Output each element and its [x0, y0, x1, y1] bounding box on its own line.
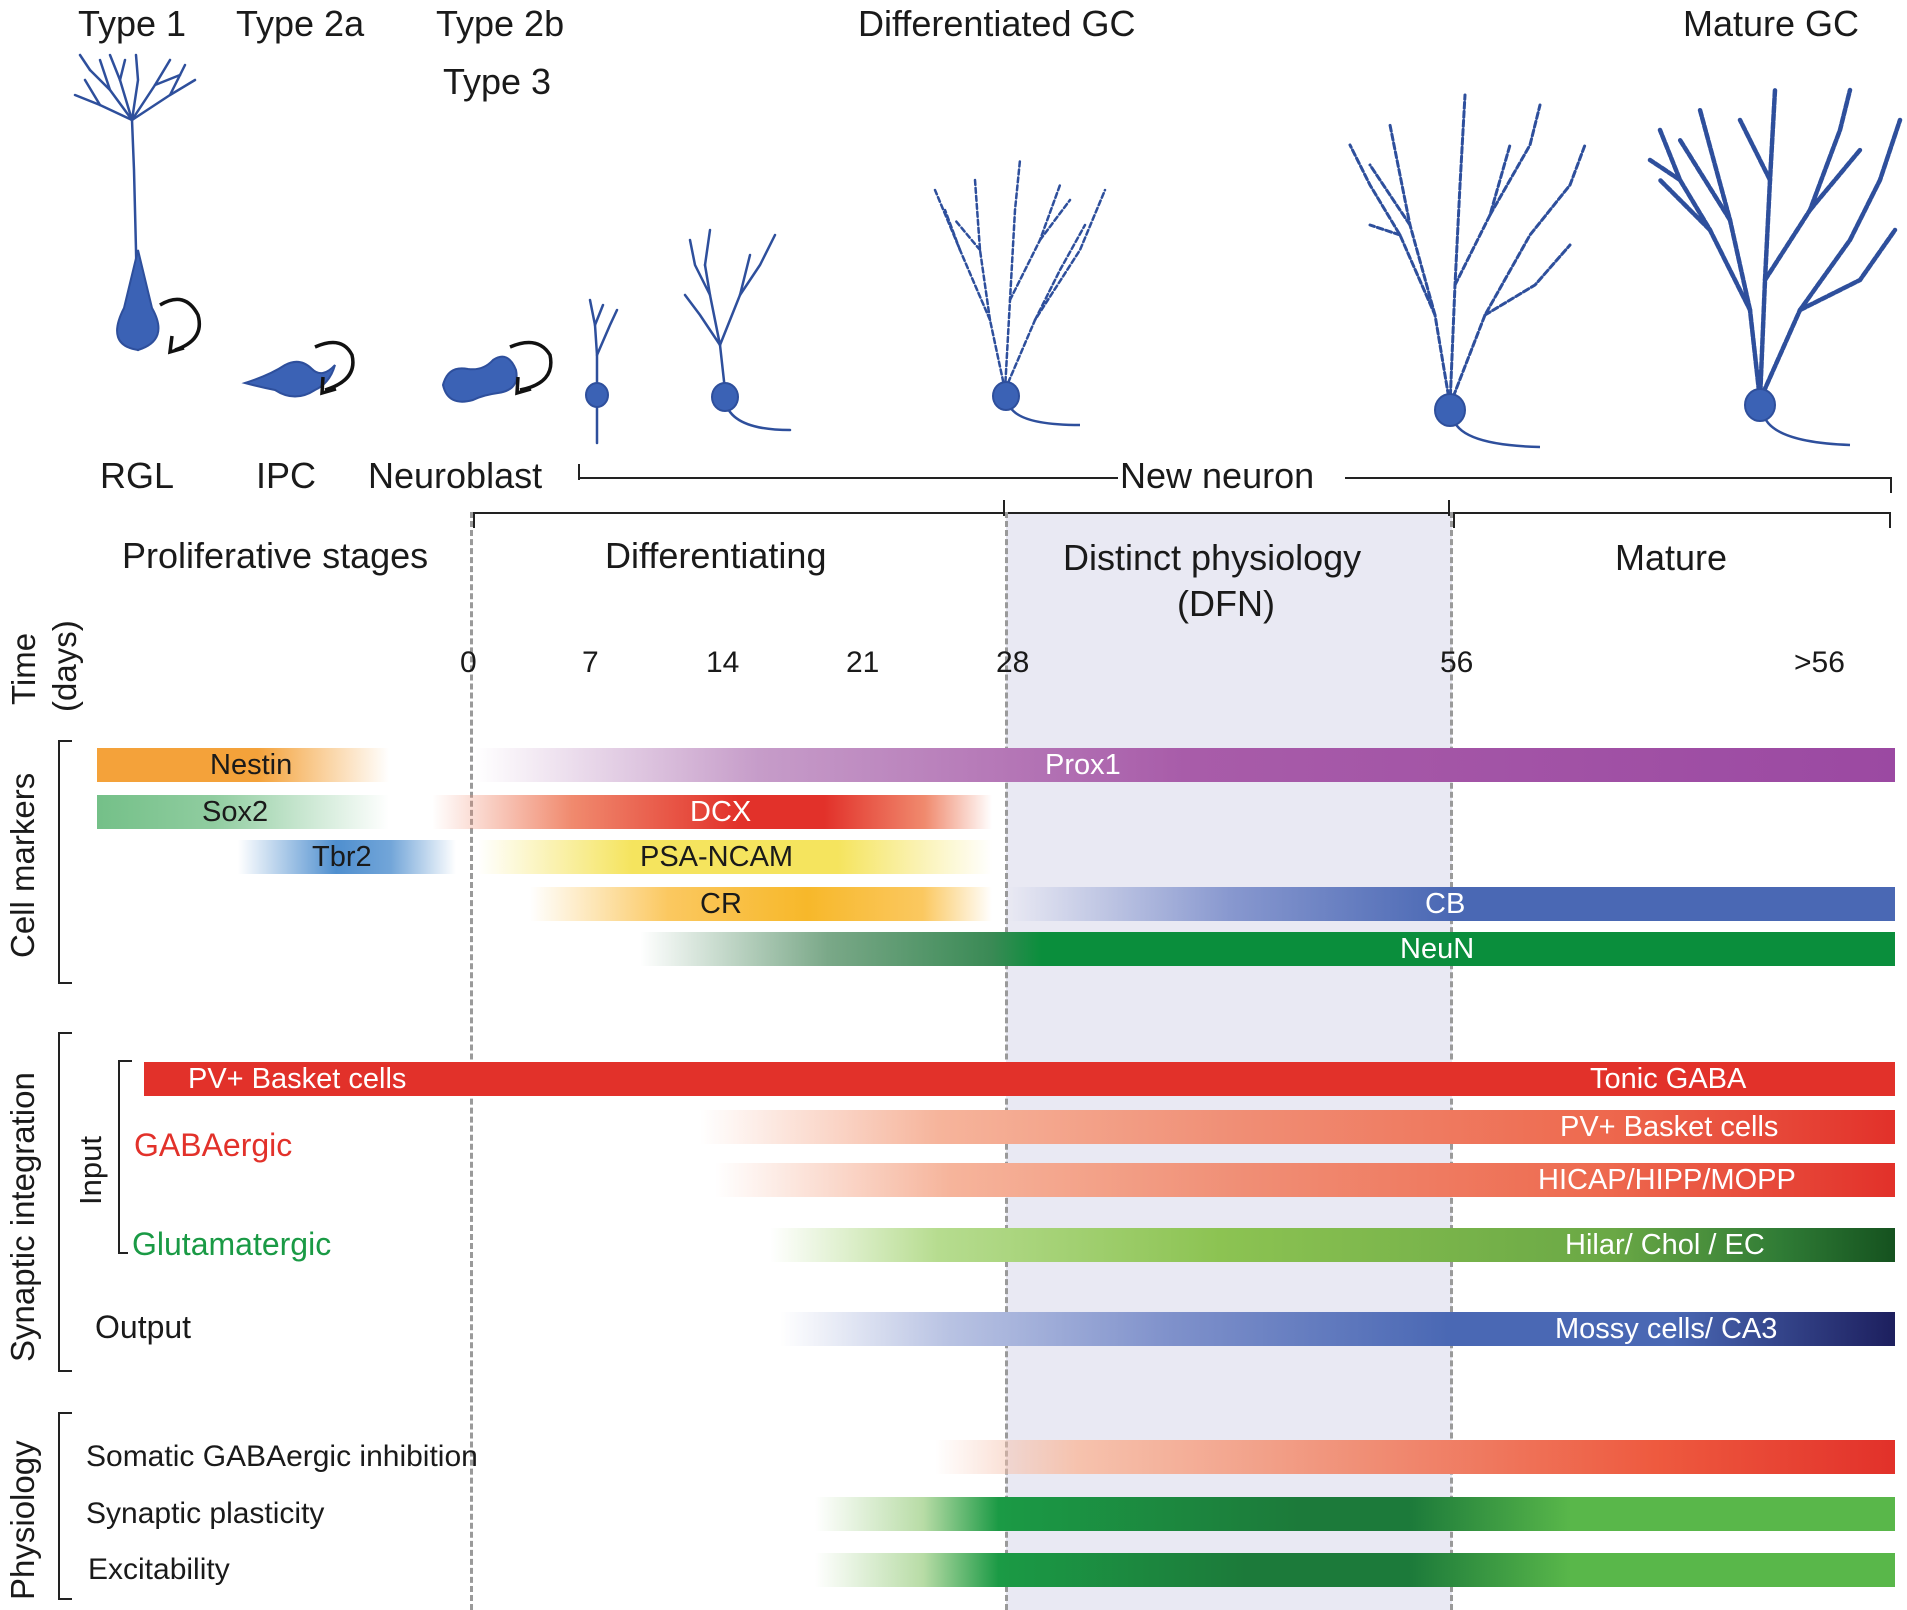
pv-basket-tonic-bar [144, 1062, 1895, 1096]
hicap-bar [715, 1163, 1895, 1197]
somatic-gabaergic-label: Somatic GABAergic inhibition [86, 1440, 478, 1473]
dfn-neuron-icon [1348, 93, 1587, 449]
cr-bar [530, 887, 992, 921]
psa-ncam-bar-label: PSA-NCAM [640, 841, 794, 873]
mature-bracket-left [1453, 512, 1455, 528]
distinct-physiology-label: Distinct physiology [1063, 537, 1362, 578]
excitability-bar [815, 1553, 1895, 1587]
tbr2-bar [238, 840, 456, 874]
nestin-bar [97, 748, 389, 782]
synaptic-plasticity-label: Synaptic plasticity [86, 1497, 325, 1530]
dfn-bracket [1008, 512, 1450, 514]
dfn-bracket-right [1448, 500, 1450, 516]
time-tick: 0 [460, 646, 477, 679]
input-label: Input [73, 1136, 108, 1205]
new-neuron-tick-left [578, 464, 580, 480]
dfn-label: (DFN) [1177, 583, 1275, 624]
new-neuron-tick-right [1890, 477, 1892, 493]
pv-basket-input-bar-label: PV+ Basket cells [1560, 1111, 1779, 1143]
physiology-label: Physiology [4, 1440, 41, 1600]
mature-bracket-right [1889, 512, 1891, 528]
new-neuron-label: New neuron [1120, 455, 1315, 496]
hilar-bar-label: Hilar/ Chol / EC [1565, 1229, 1765, 1261]
cb-bar [1008, 887, 1895, 921]
ipc-cell-icon [241, 340, 355, 398]
immature-neuron-1-icon [585, 298, 619, 445]
time-tick: 7 [582, 646, 599, 679]
hilar-bar [770, 1228, 1895, 1262]
type2b-label: Type 2b [436, 3, 565, 44]
differentiating-bracket [473, 512, 1003, 514]
sox2-bar-label: Sox2 [202, 796, 269, 828]
differentiated-neuron-icon [933, 158, 1107, 427]
mossy-bar [780, 1312, 1895, 1346]
glutamatergic-label: Glutamatergic [132, 1226, 332, 1262]
day0-dashed-line [470, 512, 473, 1610]
differentiating-bracket-left [473, 512, 475, 528]
neuroblast-cell-icon [441, 340, 553, 403]
mature-gc-label: Mature GC [1683, 3, 1860, 44]
ipc-label: IPC [256, 455, 317, 496]
mature-neuron-icon [1647, 87, 1903, 447]
neun-bar-label: NeuN [1400, 933, 1475, 965]
rgl-label: RGL [100, 455, 175, 496]
tbr2-bar-label: Tbr2 [312, 841, 372, 873]
psa-ncam-bar [478, 840, 992, 874]
type2a-label: Type 2a [236, 3, 365, 44]
physiology-bracket [58, 1412, 72, 1600]
mature-bracket [1453, 512, 1891, 514]
dcx-bar-label: DCX [690, 796, 752, 828]
cell-markers-label: Cell markers [4, 772, 41, 958]
day56-dashed-line [1450, 512, 1453, 1610]
pv-basket-tonic-bar-label: Tonic GABA [1590, 1063, 1747, 1095]
hicap-bar-label: HICAP/HIPP/MOPP [1538, 1164, 1796, 1196]
mature-label: Mature [1615, 537, 1728, 578]
days-label: (days) [46, 620, 83, 712]
dcx-bar [432, 795, 992, 829]
excitability-label: Excitability [88, 1553, 230, 1586]
day28-dashed-line [1005, 512, 1008, 1610]
prox1-bar [475, 748, 1895, 782]
differentiated-gc-label: Differentiated GC [858, 3, 1136, 44]
cr-bar-label: CR [700, 888, 742, 920]
neun-bar [640, 932, 1895, 966]
somatic-gabaergic-bar [935, 1440, 1895, 1474]
proliferative-stages-label: Proliferative stages [122, 535, 429, 576]
nestin-bar-label: Nestin [210, 749, 293, 781]
type1-label: Type 1 [78, 3, 187, 44]
gabaergic-label: GABAergic [134, 1127, 293, 1163]
prox1-bar-label: Prox1 [1045, 749, 1121, 781]
neuroblast-label: Neuroblast [368, 455, 543, 496]
type3-label: Type 3 [443, 61, 552, 102]
time-tick: 28 [996, 646, 1030, 679]
dfn-band [1006, 512, 1452, 1610]
new-neuron-line-right [1345, 477, 1892, 479]
time-tick: 21 [846, 646, 880, 679]
immature-neuron-2-icon [683, 228, 792, 432]
pv-basket-input-bar [700, 1110, 1895, 1144]
synaptic-integration-label: Synaptic integration [4, 1072, 41, 1362]
time-tick: 14 [706, 646, 740, 679]
sox2-bar [97, 795, 389, 829]
synaptic-plasticity-bar [815, 1497, 1895, 1531]
input-bracket-bottom [118, 1252, 128, 1254]
dfn-bracket-left [1003, 500, 1005, 516]
cb-bar-label: CB [1425, 888, 1466, 920]
time-tick: >56 [1794, 646, 1845, 679]
cell-markers-bracket [58, 740, 72, 984]
synaptic-bracket [58, 1032, 72, 1372]
time-tick: 56 [1440, 646, 1474, 679]
mossy-bar-label: Mossy cells/ CA3 [1555, 1313, 1778, 1345]
differentiating-label: Differentiating [605, 535, 827, 576]
pv-basket-tonic-bar-label: PV+ Basket cells [188, 1063, 407, 1095]
output-label: Output [95, 1309, 192, 1345]
input-bracket [118, 1060, 132, 1254]
rgl-cell-icon [73, 53, 201, 355]
time-label: Time [5, 632, 42, 705]
new-neuron-line-left [578, 477, 1118, 479]
